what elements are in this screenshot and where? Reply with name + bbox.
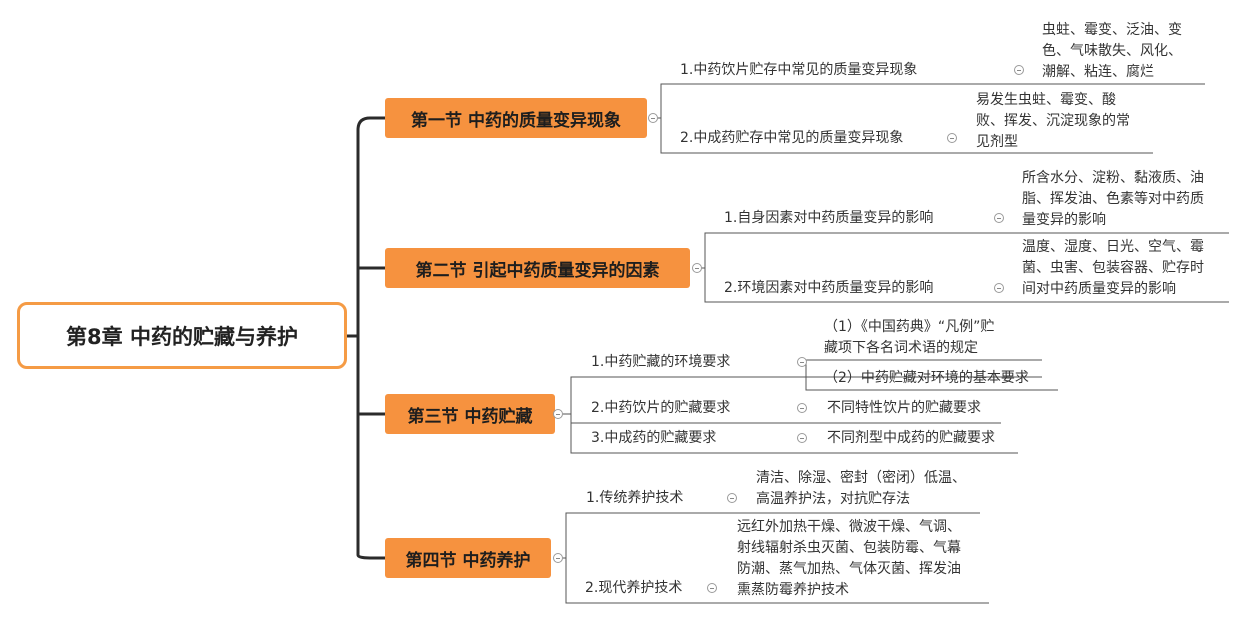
- subtopic-detail[interactable]: 清洁、除湿、密封（密闭）低温、 高温养护法，对抗贮存法: [756, 470, 966, 507]
- collapse-icon[interactable]: [994, 213, 1004, 223]
- subtopic-label[interactable]: 2.中成药贮存中常见的质量变异现象: [680, 130, 904, 146]
- subtopic-detail[interactable]: 温度、湿度、日光、空气、霉 菌、虫害、包装容器、贮存时 间对中药质量变异的影响: [1022, 239, 1204, 297]
- section-2-title: 第二节 引起中药质量变异的因素: [415, 260, 660, 281]
- subtopic-label[interactable]: 2.现代养护技术: [585, 580, 683, 596]
- collapse-icon[interactable]: [692, 263, 702, 273]
- collapse-icon[interactable]: [797, 403, 807, 413]
- subtopic-label[interactable]: 1.中药饮片贮存中常见的质量变异现象: [680, 62, 918, 78]
- subtopic-detail[interactable]: （2）中药贮藏对环境的基本要求: [824, 370, 1029, 386]
- collapse-icon[interactable]: [994, 283, 1004, 293]
- subtopic-detail[interactable]: （1）《中国药典》“凡例”贮 藏项下各名词术语的规定: [824, 319, 995, 356]
- section-3-title: 第三节 中药贮藏: [407, 406, 533, 427]
- subtopic-label[interactable]: 2.中药饮片的贮藏要求: [591, 400, 731, 416]
- subtopic-label[interactable]: 1.传统养护技术: [586, 490, 684, 506]
- collapse-icon[interactable]: [727, 493, 737, 503]
- collapse-icon[interactable]: [553, 553, 563, 563]
- collapse-icon[interactable]: [797, 357, 807, 367]
- collapse-icon[interactable]: [707, 583, 717, 593]
- subtopic-label[interactable]: 2.环境因素对中药质量变异的影响: [724, 280, 934, 296]
- section-3-topic[interactable]: 第三节 中药贮藏: [385, 394, 555, 434]
- subtopic-label[interactable]: 1.中药贮藏的环境要求: [591, 354, 731, 370]
- collapse-icon[interactable]: [947, 133, 957, 143]
- subtopic-label[interactable]: 3.中成药的贮藏要求: [591, 430, 717, 446]
- subtopic-detail[interactable]: 易发生虫蛀、霉变、酸 败、挥发、沉淀现象的常 见剂型: [976, 92, 1130, 150]
- subtopic-detail[interactable]: 虫蛀、霉变、泛油、变 色、气味散失、风化、 潮解、粘连、腐烂: [1042, 22, 1182, 80]
- subtopic-detail[interactable]: 所含水分、淀粉、黏液质、油 脂、挥发油、色素等对中药质 量变异的影响: [1022, 170, 1204, 228]
- subtopic-label[interactable]: 1.自身因素对中药质量变异的影响: [724, 210, 934, 226]
- collapse-icon[interactable]: [553, 409, 563, 419]
- collapse-icon[interactable]: [648, 113, 658, 123]
- root-topic-title: 第8章 中药的贮藏与养护: [66, 324, 298, 349]
- section-4-topic[interactable]: 第四节 中药养护: [385, 538, 551, 578]
- collapse-icon[interactable]: [1014, 65, 1024, 75]
- section-4-title: 第四节 中药养护: [405, 550, 531, 571]
- section-1-title: 第一节 中药的质量变异现象: [411, 110, 621, 131]
- subtopic-detail[interactable]: 不同剂型中成药的贮藏要求: [827, 430, 995, 446]
- section-2-topic[interactable]: 第二节 引起中药质量变异的因素: [385, 248, 690, 288]
- subtopic-detail[interactable]: 远红外加热干燥、微波干燥、气调、 射线辐射杀虫灭菌、包装防霉、气幕 防潮、蒸气加…: [737, 519, 961, 598]
- root-topic[interactable]: 第8章 中药的贮藏与养护: [17, 302, 347, 369]
- collapse-icon[interactable]: [797, 433, 807, 443]
- subtopic-detail[interactable]: 不同特性饮片的贮藏要求: [827, 400, 981, 416]
- section-1-topic[interactable]: 第一节 中药的质量变异现象: [385, 98, 647, 138]
